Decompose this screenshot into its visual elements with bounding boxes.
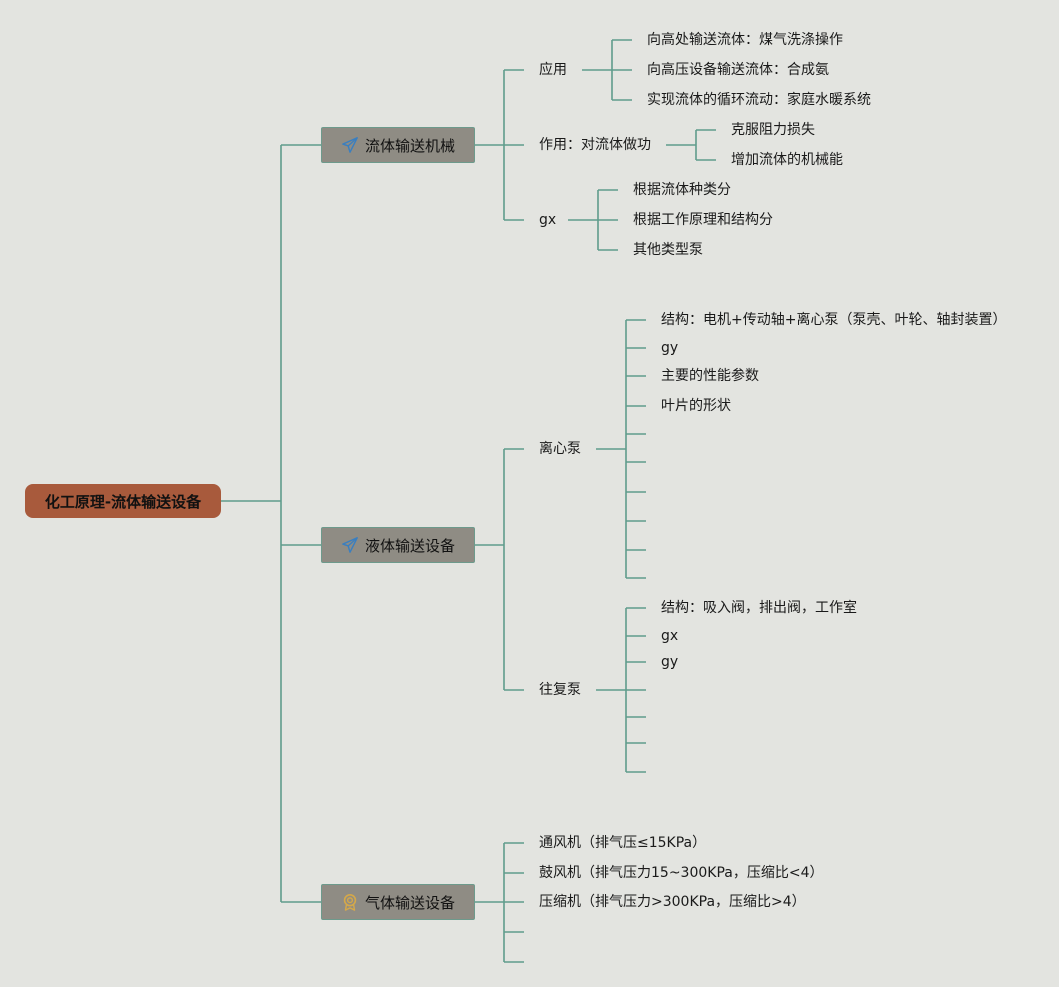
branch-liquid-equipment[interactable]: 液体输送设备 bbox=[321, 527, 475, 563]
node-centrifugal-item[interactable]: 主要的性能参数 bbox=[659, 366, 761, 386]
branch-fluid-machinery[interactable]: 流体输送机械 bbox=[321, 127, 475, 163]
node-application-item[interactable]: 向高压设备输送流体：合成氨 bbox=[645, 60, 831, 80]
node-application-item[interactable]: 向高处输送流体：煤气洗涤操作 bbox=[645, 30, 845, 50]
node-application-item[interactable]: 实现流体的循环流动：家庭水暖系统 bbox=[645, 90, 873, 110]
node-centrifugal-item[interactable]: 叶片的形状 bbox=[659, 396, 733, 416]
node-function[interactable]: 作用：对流体做功 bbox=[537, 135, 653, 155]
node-function-item[interactable]: 增加流体的机械能 bbox=[729, 150, 845, 170]
award-ribbon-icon bbox=[343, 893, 357, 911]
paper-plane-icon bbox=[342, 137, 358, 153]
node-gas-item[interactable]: 鼓风机（排气压力15~300KPa，压缩比<4） bbox=[537, 863, 826, 883]
node-reciprocating-pump[interactable]: 往复泵 bbox=[537, 680, 583, 700]
root-node[interactable]: 化工原理-流体输送设备 bbox=[25, 484, 221, 518]
branch-label: 液体输送设备 bbox=[364, 536, 455, 555]
paper-plane-icon bbox=[342, 537, 358, 553]
node-gas-item[interactable]: 压缩机（排气压力>300KPa，压缩比>4） bbox=[537, 892, 808, 912]
node-function-item[interactable]: 克服阻力损失 bbox=[729, 120, 817, 140]
node-gas-item[interactable]: 通风机（排气压≤15KPa） bbox=[537, 833, 709, 853]
node-centrifugal-item[interactable]: gy bbox=[659, 338, 681, 358]
branch-gas-equipment[interactable]: 气体输送设备 bbox=[321, 884, 475, 920]
branch-label: 流体输送机械 bbox=[364, 136, 455, 155]
node-gx-item[interactable]: 根据工作原理和结构分 bbox=[631, 210, 775, 230]
node-gx-item[interactable]: 根据流体种类分 bbox=[631, 180, 733, 200]
node-reciprocating-item[interactable]: gy bbox=[659, 652, 681, 672]
node-centrifugal-pump[interactable]: 离心泵 bbox=[537, 439, 583, 459]
node-reciprocating-item[interactable]: 结构：吸入阀，排出阀，工作室 bbox=[659, 598, 859, 618]
node-gx[interactable]: gx bbox=[537, 210, 559, 230]
node-centrifugal-item[interactable]: 结构：电机+传动轴+离心泵（泵壳、叶轮、轴封装置） bbox=[659, 310, 1009, 330]
node-reciprocating-item[interactable]: gx bbox=[659, 626, 681, 646]
node-application[interactable]: 应用 bbox=[537, 60, 569, 80]
node-gx-item[interactable]: 其他类型泵 bbox=[631, 240, 705, 260]
root-label: 化工原理-流体输送设备 bbox=[44, 492, 202, 511]
branch-label: 气体输送设备 bbox=[364, 893, 455, 912]
